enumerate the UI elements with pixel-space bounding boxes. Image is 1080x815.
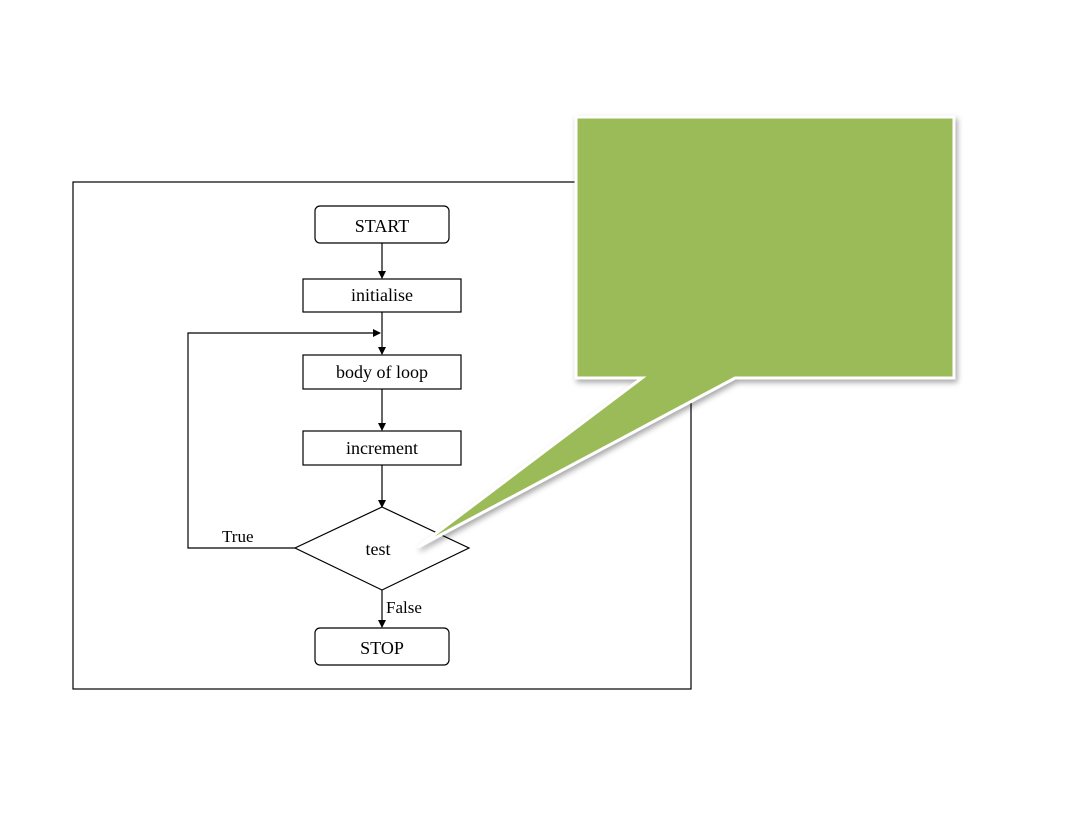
- initialise-label: initialise: [351, 285, 413, 305]
- body-of-loop-label: body of loop: [336, 362, 428, 382]
- callout-shape: [417, 115, 956, 549]
- increment-node: increment: [302, 430, 462, 466]
- false-edge-label: False: [386, 598, 422, 617]
- true-edge-label: True: [222, 527, 254, 546]
- initialise-node: initialise: [302, 278, 462, 313]
- callout-bubble: [417, 115, 956, 549]
- body-of-loop-node: body of loop: [302, 354, 462, 390]
- stop-label: STOP: [360, 638, 404, 658]
- start-node: START: [314, 205, 450, 244]
- edge-test-true-loop: [187, 329, 381, 549]
- increment-label: increment: [346, 438, 418, 458]
- stop-node: STOP: [314, 627, 450, 666]
- start-label: START: [355, 216, 409, 236]
- test-label: test: [366, 539, 391, 559]
